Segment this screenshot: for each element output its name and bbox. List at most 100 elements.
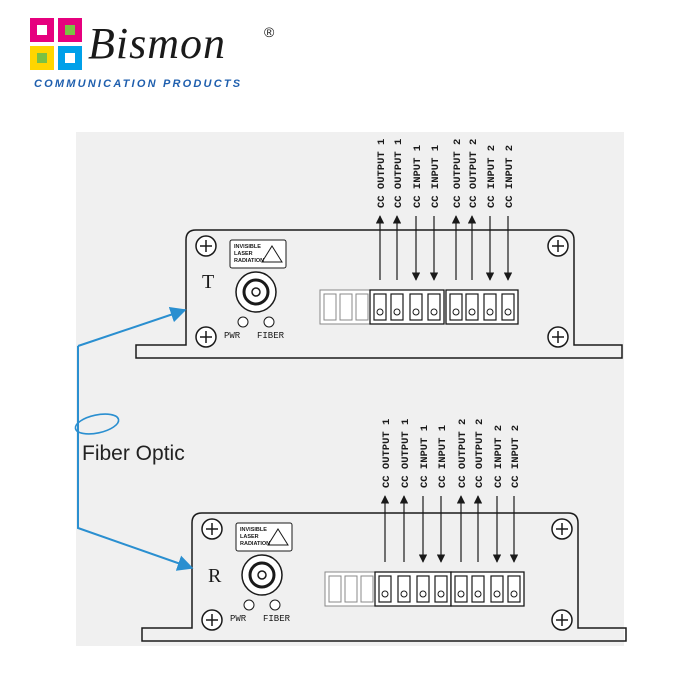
terminal-screw-icon [468,308,476,316]
terminal-slot [409,293,423,321]
screw-cross-icon [552,240,564,252]
terminal-slot [427,293,441,321]
screw-cross-icon [206,523,218,535]
channel-label: CC OUTPUT 1 [400,419,412,488]
terminal-screw-icon [437,590,445,598]
screw-cross-icon [200,331,212,343]
warning-text: INVISIBLE [240,527,267,533]
fiber-loop-icon [74,413,120,435]
terminal-block [450,571,525,607]
brand-logo: Bismon ® COMMUNICATION PRODUCTS [28,16,298,96]
pwr-label: PWR [230,614,247,624]
terminal-slot [373,293,387,321]
screw-cross-icon [200,240,212,252]
fiber-port-core [251,287,261,297]
brand-tagline: COMMUNICATION PRODUCTS [34,78,243,90]
laser-warning-label [235,522,293,552]
terminal-screw-icon [419,590,427,598]
terminal-slot [490,575,504,603]
laser-warning-icon [261,245,283,263]
laser-warning-icon [267,528,289,546]
terminal-slot [483,293,497,321]
channel-label: CC OUTPUT 2 [474,419,486,488]
terminal-screw-icon [493,590,501,598]
terminal-slot [416,575,430,603]
spare-terminal-block [319,289,373,325]
channel-label: CC INPUT 1 [430,145,442,208]
screw-cross-icon [206,614,218,626]
spare-terminal [344,575,358,603]
screw-cross-icon [552,331,564,343]
fiber-status-label: FIBER [263,614,291,624]
terminal-block [369,289,445,325]
terminal-screw-icon [486,308,494,316]
screw-cross-icon [556,614,568,626]
channel-label: CC INPUT 2 [510,425,522,488]
terminal-screw-icon [376,308,384,316]
fiber-status-label: FIBER [257,331,285,341]
fiber-line-to-receiver [77,346,194,571]
terminal-screw-icon [381,590,389,598]
fiber-led-icon [269,599,281,611]
warning-text: RADIATION [234,258,264,264]
channel-label: CC OUTPUT 1 [381,419,393,488]
spare-terminal [339,293,353,321]
device-chassis [141,512,627,642]
fiber-line-to-transmitter [77,307,187,347]
terminal-screw-icon [452,308,460,316]
terminal-screw-icon [412,308,420,316]
terminal-screw-icon [400,590,408,598]
channel-label: CC OUTPUT 1 [376,139,388,208]
fiber-port-ring [248,561,276,589]
spare-terminal [360,575,374,603]
spare-terminal-block [324,571,378,607]
logo-mark-icon [30,18,82,70]
warning-text: INVISIBLE [234,244,261,250]
terminal-slot [465,293,479,321]
terminal-screw-icon [457,590,465,598]
terminal-screw-icon [430,308,438,316]
terminal-slot [471,575,485,603]
registered-mark: ® [264,24,275,40]
warning-text: RADIATION [240,541,270,547]
pwr-led-icon [237,316,249,328]
terminal-screw-icon [393,308,401,316]
channel-label: CC INPUT 2 [486,145,498,208]
terminal-slot [501,293,515,321]
channel-label: CC INPUT 2 [504,145,516,208]
terminal-slot [449,293,463,321]
terminal-screw-icon [474,590,482,598]
laser-warning-label [229,239,287,269]
channel-label: CC OUTPUT 2 [452,139,464,208]
terminal-slot [434,575,448,603]
terminal-slot [390,293,404,321]
terminal-slot [378,575,392,603]
fiber-cable [74,307,194,571]
warning-text: LASER [234,251,253,257]
spare-terminal [328,575,342,603]
channel-label: CC INPUT 2 [493,425,505,488]
fiber-port-ring [242,278,270,306]
channel-label: CC INPUT 1 [412,145,424,208]
terminal-slot [507,575,521,603]
channel-label: CC OUTPUT 2 [468,139,480,208]
diagram-background [76,132,624,646]
device-chassis [135,229,623,359]
pwr-led-icon [243,599,255,611]
unit-letter: T [202,271,214,293]
warning-text: LASER [240,534,259,540]
terminal-screw-icon [510,590,518,598]
channel-label: CC OUTPUT 1 [393,139,405,208]
fiber-optic-label: Fiber Optic [82,442,185,465]
pwr-label: PWR [224,331,241,341]
spare-terminal [355,293,369,321]
channel-label: CC OUTPUT 2 [457,419,469,488]
unit-letter: R [208,565,222,587]
terminal-slot [454,575,468,603]
channel-label: CC INPUT 1 [437,425,449,488]
spare-terminal [323,293,337,321]
fiber-port-core [257,570,267,580]
screw-cross-icon [556,523,568,535]
